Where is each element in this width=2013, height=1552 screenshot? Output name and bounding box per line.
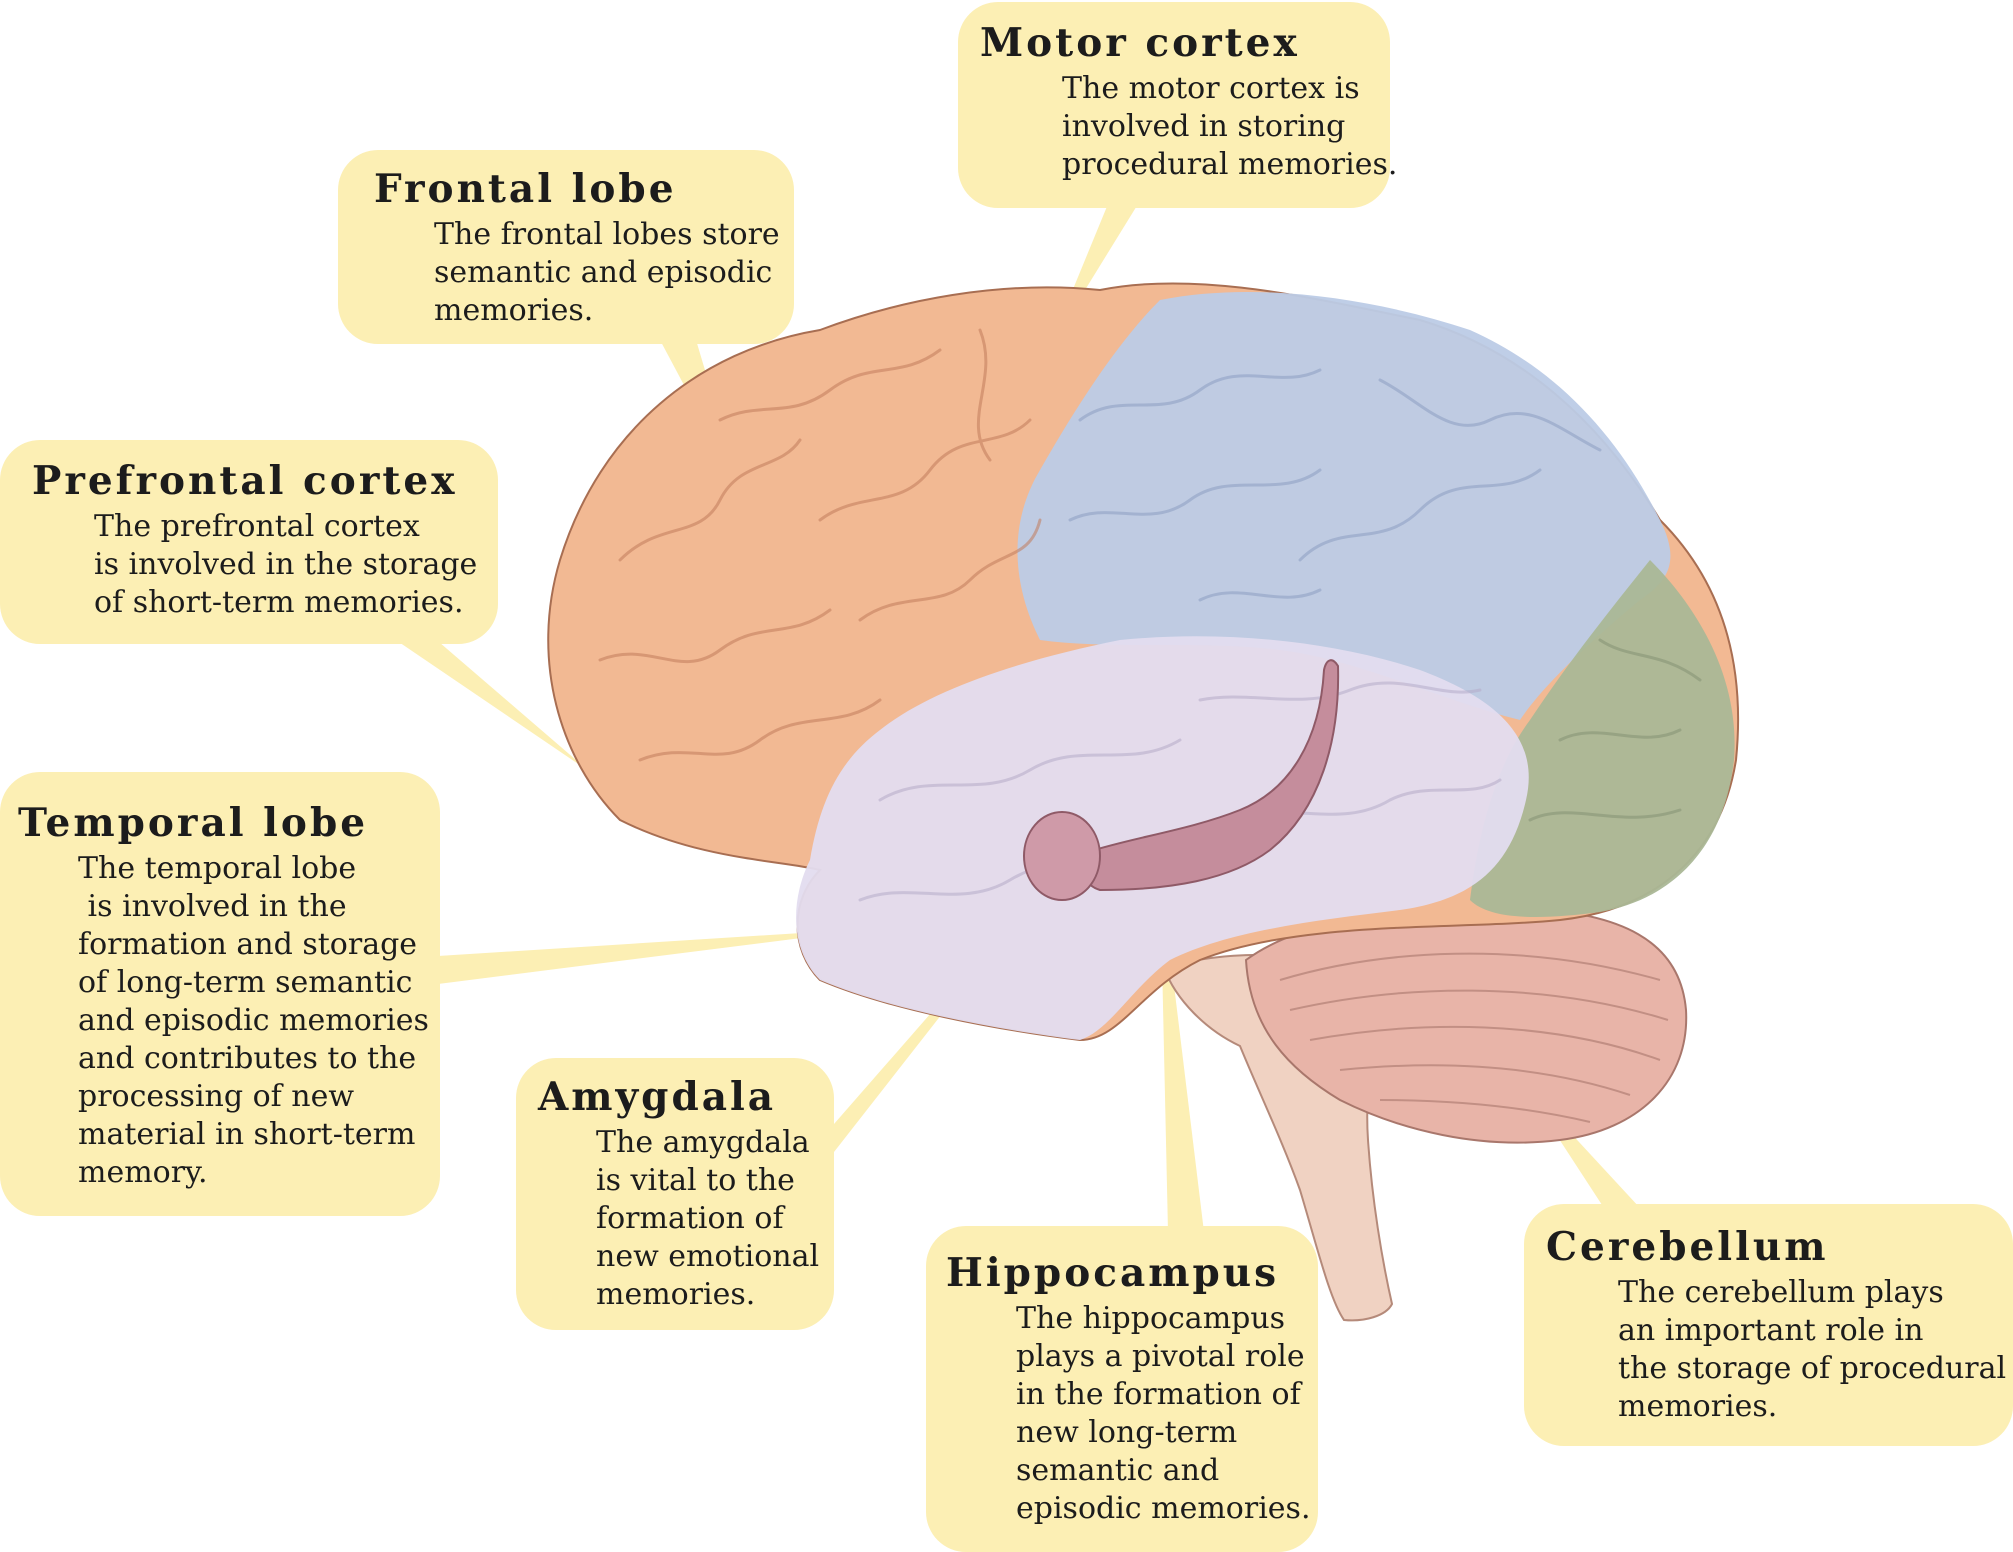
callout-hippocampus: Hippocampus The hippocampus plays a pivo… [926,1226,1318,1552]
callout-text-line: formation of [596,1201,784,1236]
callout-text-line: memories. [434,293,594,328]
callout-text-line: plays a pivotal role [1016,1339,1305,1374]
cerebellum-folia [1279,952,1669,1123]
occipital-region [1470,560,1735,917]
callout-title: Temporal lobe [18,800,369,846]
pointer-temporal-lobe [438,928,880,984]
callout-body: The frontal lobes store semantic and epi… [434,216,794,330]
callout-title: Amygdala [538,1074,777,1120]
callout-text-line: of short-term memories. [94,585,464,620]
callout-title: Cerebellum [1546,1224,1829,1270]
callout-title: Hippocampus [946,1250,1280,1296]
callout-text-line: semantic and [1016,1453,1220,1488]
callout-cerebellum: Cerebellum The cerebellum plays an impor… [1524,1204,2013,1446]
callout-body: The temporal lobe is involved in the for… [78,850,440,1192]
callout-text-line: new emotional [596,1239,820,1274]
callout-text-line: an important role in [1618,1313,1924,1348]
callout-text-line: formation and storage [78,927,418,962]
callout-title: Prefrontal cortex [32,458,458,504]
callout-text-line: material in short-term [78,1117,416,1152]
callout-text-line: The motor cortex is [1062,71,1360,106]
callout-text-line: The hippocampus [1016,1301,1286,1336]
hippocampus-structure [1080,659,1340,892]
callout-text-line: memories. [596,1277,756,1312]
callout-text-line: procedural memories. [1062,147,1398,182]
callout-text-line: is involved in the [78,889,347,924]
callout-body: The amygdala is vital to the formation o… [596,1124,834,1314]
callout-text-line: the storage of procedural [1618,1351,2007,1386]
callout-text-line: The prefrontal cortex [94,509,420,544]
callout-text-line: processing of new [78,1079,355,1114]
callout-text-line: involved in storing [1062,109,1346,144]
callout-prefrontal-cortex: Prefrontal cortex The prefrontal cortex … [0,440,498,644]
callout-body: The prefrontal cortex is involved in the… [94,508,498,622]
callout-title: Frontal lobe [374,166,677,212]
callout-text-line: episodic memories. [1016,1491,1311,1526]
callout-text-line: memories. [1618,1389,1778,1424]
callout-body: The hippocampus plays a pivotal role in … [1016,1300,1318,1528]
callout-amygdala: Amygdala The amygdala is vital to the fo… [516,1058,834,1330]
callout-frontal-lobe: Frontal lobe The frontal lobes store sem… [338,150,794,344]
amygdala-structure [1023,811,1101,901]
callout-temporal-lobe: Temporal lobe The temporal lobe is invol… [0,772,440,1216]
callout-text-line: memory. [78,1155,208,1190]
callout-text-line: is involved in the storage [94,547,478,582]
callout-body: The motor cortex is involved in storing … [1062,70,1398,184]
callout-text-line: new long-term [1016,1415,1238,1450]
callout-motor-cortex: Motor cortex The motor cortex is involve… [958,2,1398,208]
callout-text-line: semantic and episodic [434,255,773,290]
callout-text-line: The cerebellum plays [1618,1275,1944,1310]
callout-text-line: and contributes to the [78,1041,417,1076]
callout-text-line: The frontal lobes store [434,217,780,252]
callout-text-line: of long-term semantic [78,965,413,1000]
callout-text-line: The temporal lobe [78,851,357,886]
callout-body: The cerebellum plays an important role i… [1618,1274,2013,1426]
callout-text-line: in the formation of [1016,1377,1301,1412]
callout-title: Motor cortex [980,20,1300,66]
callout-text-line: and episodic memories [78,1003,429,1038]
callout-text-line: is vital to the [596,1163,795,1198]
callout-text-line: The amygdala [596,1125,810,1160]
pointer-prefrontal-cortex [390,636,590,772]
